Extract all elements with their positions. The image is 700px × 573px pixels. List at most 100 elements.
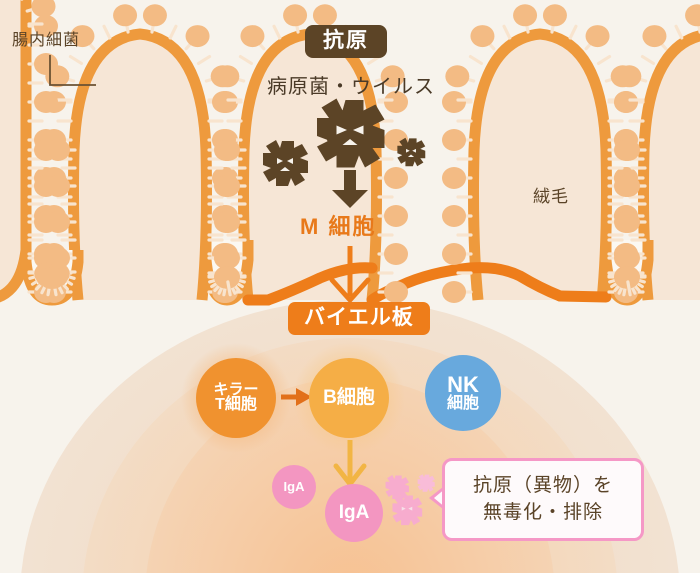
gut-bacteria xyxy=(445,65,470,88)
gut-bacteria xyxy=(46,247,70,269)
microvillus-hair xyxy=(502,24,512,40)
gut-bacteria xyxy=(185,25,210,48)
peyer-patch-chip: バイエル板 xyxy=(288,302,430,336)
gut-bacteria xyxy=(216,175,240,197)
m-cell-dome-left-join xyxy=(262,262,378,306)
leader-line xyxy=(49,55,96,86)
gut-bacteria xyxy=(31,0,56,18)
gut-bacteria xyxy=(312,4,337,27)
antigen-virus-group xyxy=(263,98,426,208)
killer-t-cell: キラー T細胞 xyxy=(196,358,276,438)
gut-bacteria xyxy=(216,211,240,233)
gut-bacteria xyxy=(685,4,700,27)
microvillus-hair xyxy=(238,54,254,66)
gut-bacteria xyxy=(470,25,495,48)
gut-bacteria xyxy=(442,243,466,265)
microvillus-hair xyxy=(674,24,684,40)
gut-bacteria xyxy=(384,91,408,113)
gut-bacteria xyxy=(46,211,70,233)
arrow-down-icon-mcell xyxy=(329,246,371,303)
antigen-chip: 抗原 xyxy=(305,25,387,58)
nk-cell: NK 細胞 xyxy=(425,355,501,431)
gut-bacteria xyxy=(616,175,640,197)
microvillus-hair xyxy=(226,280,232,297)
villi-label: 絨毛 xyxy=(533,187,569,206)
nk-cell-line1: NK xyxy=(447,372,479,398)
villus-1 xyxy=(68,28,212,301)
microvillus-hair xyxy=(272,24,282,40)
iga-large-circle: IgA xyxy=(325,484,383,542)
gut-bacteria xyxy=(46,175,70,197)
pathogen-label: 病原菌・ウイルス xyxy=(267,76,435,98)
neutralized-virus-icon-1 xyxy=(385,475,409,499)
gut-bacteria xyxy=(384,243,408,265)
microvillus-hair xyxy=(568,24,578,40)
callout-box: 抗原（異物）を 無毒化・排除 xyxy=(442,458,644,541)
gut-bacteria xyxy=(215,65,240,88)
gut-bacteria xyxy=(34,53,58,75)
gut-bacteria xyxy=(442,205,466,227)
arrow-down-icon-antigen xyxy=(332,170,368,208)
gut-bacteria xyxy=(614,91,638,113)
gut-bacteria xyxy=(617,65,642,88)
gut-bacteria xyxy=(442,167,466,189)
neutralized-virus-icon-2 xyxy=(392,494,423,526)
virus-icon-medium xyxy=(263,140,308,186)
gut-bacteria xyxy=(380,65,405,88)
gut-bacteria xyxy=(142,4,167,27)
gut-bacteria xyxy=(384,205,408,227)
virus-icon-small xyxy=(397,137,426,167)
killer-t-cell-line1: キラー xyxy=(213,380,259,398)
gut-bacteria xyxy=(212,91,236,113)
microvillus-hair xyxy=(626,280,632,297)
gut-bacteria xyxy=(384,167,408,189)
gut-bacteria xyxy=(542,4,567,27)
gut-bacteria xyxy=(34,91,58,113)
microvillus-hair xyxy=(596,54,612,66)
gut-bacteria xyxy=(642,25,667,48)
gut-bacteria xyxy=(46,139,70,161)
nk-cell-line2: 細胞 xyxy=(446,395,479,413)
gut-bacteria xyxy=(513,4,538,27)
b-cell: B細胞 xyxy=(309,358,389,438)
epithelium-base-right xyxy=(554,290,612,303)
gut-flora-label: 腸内細菌 xyxy=(12,32,81,49)
gut-bacteria xyxy=(215,266,240,289)
b-cell-line1: B細胞 xyxy=(323,387,375,409)
microvillus-hair xyxy=(168,24,178,40)
gut-bacteria xyxy=(384,281,408,303)
gut-bacteria xyxy=(216,139,240,161)
gut-bacteria xyxy=(113,4,138,27)
microvillus-hair xyxy=(102,24,112,40)
gut-bacteria xyxy=(616,211,640,233)
gut-bacteria xyxy=(384,129,408,151)
callout-line1: 抗原（異物）を xyxy=(472,474,613,496)
killer-t-cell-line2: T細胞 xyxy=(215,396,257,414)
microvilli-and-bacteria xyxy=(20,0,700,303)
villus-3 xyxy=(468,28,612,301)
gut-bacteria xyxy=(616,139,640,161)
gut-bacteria xyxy=(442,91,466,113)
gut-bacteria xyxy=(442,129,466,151)
gut-bacteria xyxy=(616,247,640,269)
microvillus-hair xyxy=(68,54,84,66)
gut-bacteria xyxy=(34,15,58,37)
gut-bacteria xyxy=(70,25,95,48)
m-cell-label: M 細胞 xyxy=(300,214,377,239)
iga-small-circle: IgA xyxy=(272,465,316,509)
gut-bacteria xyxy=(216,247,240,269)
microvillus-hair xyxy=(196,54,212,66)
microvillus-hair xyxy=(640,54,656,66)
arrow-right-icon-t-to-b xyxy=(281,388,312,406)
gut-bacteria xyxy=(615,266,640,289)
gut-bacteria xyxy=(283,4,308,27)
callout-line2: 無毒化・排除 xyxy=(482,501,603,523)
gut-bacteria xyxy=(585,25,610,48)
microvillus-hair xyxy=(468,54,484,66)
neutralized-virus-group xyxy=(385,474,435,526)
gut-bacteria xyxy=(442,281,466,303)
virus-icon-large xyxy=(317,98,385,168)
gut-bacteria xyxy=(240,25,265,48)
